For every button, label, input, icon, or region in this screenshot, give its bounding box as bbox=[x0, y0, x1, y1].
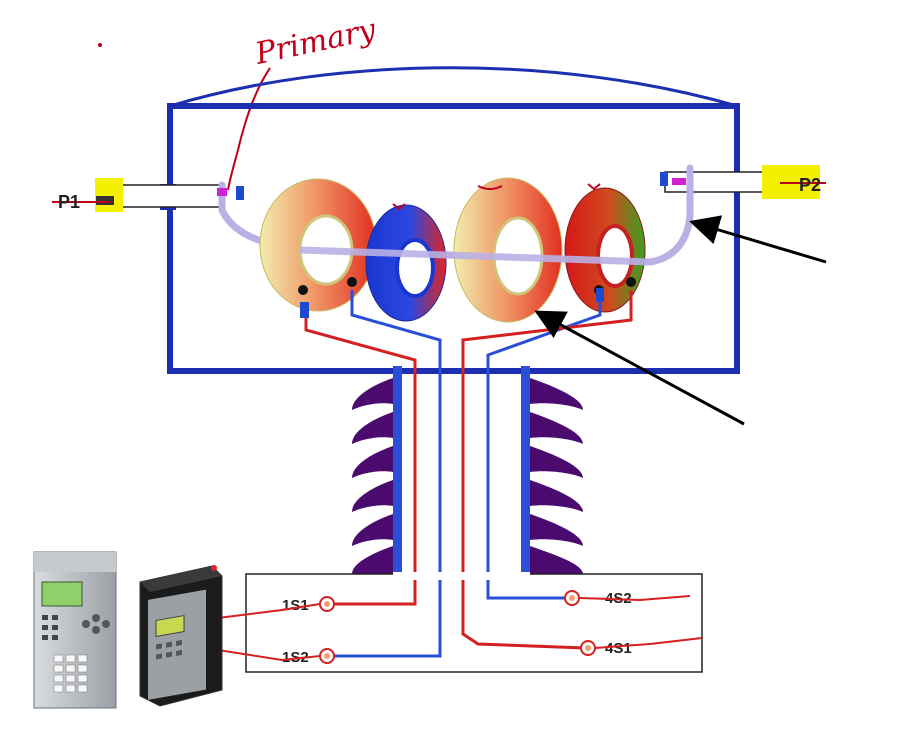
core-3 bbox=[453, 177, 563, 323]
core-4-mark bbox=[587, 183, 601, 191]
annotation-dot bbox=[98, 43, 102, 47]
right-column-post bbox=[521, 366, 530, 574]
arrow-conductor bbox=[689, 215, 827, 264]
core-4-lead-stud bbox=[596, 288, 604, 302]
wire-1s2 bbox=[330, 290, 442, 658]
p1-terminal bbox=[96, 196, 114, 205]
left-conductor-clamp bbox=[217, 188, 227, 196]
core-1 bbox=[259, 178, 377, 312]
out-wire-4s1 bbox=[594, 637, 703, 649]
core-3-mark bbox=[477, 185, 503, 190]
label-1s2: 1S2 bbox=[282, 649, 309, 666]
tank-body bbox=[167, 103, 740, 374]
core-2-mark bbox=[392, 203, 406, 211]
annotation-pointer bbox=[227, 67, 271, 191]
wire-4s1 bbox=[461, 290, 633, 650]
relay-unit bbox=[139, 565, 223, 707]
terminal-box-gap bbox=[393, 572, 530, 580]
wire-1s1 bbox=[304, 318, 417, 606]
numerical-relay bbox=[33, 551, 117, 709]
core-4 bbox=[564, 187, 646, 313]
out-wire-4s2 bbox=[579, 595, 691, 602]
right-insulator-sheds bbox=[530, 378, 583, 574]
left-conductor-stud bbox=[236, 186, 244, 200]
core-4-lead-s2 bbox=[626, 277, 636, 287]
core-1-lead-stud bbox=[300, 302, 309, 318]
wire-4s2 bbox=[486, 300, 602, 600]
core-2 bbox=[365, 204, 447, 322]
left-insulator-sheds bbox=[352, 378, 393, 574]
arrow-core bbox=[534, 310, 745, 426]
p2-label: P2 bbox=[799, 175, 821, 195]
right-conductor-clamp bbox=[672, 178, 686, 185]
core-1-lead-s1 bbox=[298, 285, 308, 295]
tank-dome bbox=[169, 66, 738, 108]
terminal-4s1-core bbox=[585, 645, 591, 651]
terminal-4s2-core bbox=[569, 595, 575, 601]
left-column-post bbox=[393, 366, 402, 574]
core-1-lead-s2 bbox=[347, 277, 357, 287]
relay-wire-1 bbox=[217, 603, 321, 619]
label-4s1: 4S1 bbox=[605, 640, 632, 657]
right-conductor-stud bbox=[660, 172, 668, 186]
terminal-1s2-core bbox=[324, 653, 330, 659]
p1-label: P1 bbox=[58, 192, 80, 212]
terminal-1s1-core bbox=[324, 601, 330, 607]
primary-annotation: Primary bbox=[251, 12, 379, 72]
primary-conductor-through-cores bbox=[299, 246, 651, 266]
relay-wire-2 bbox=[217, 649, 321, 662]
p1-highlight bbox=[95, 178, 123, 212]
